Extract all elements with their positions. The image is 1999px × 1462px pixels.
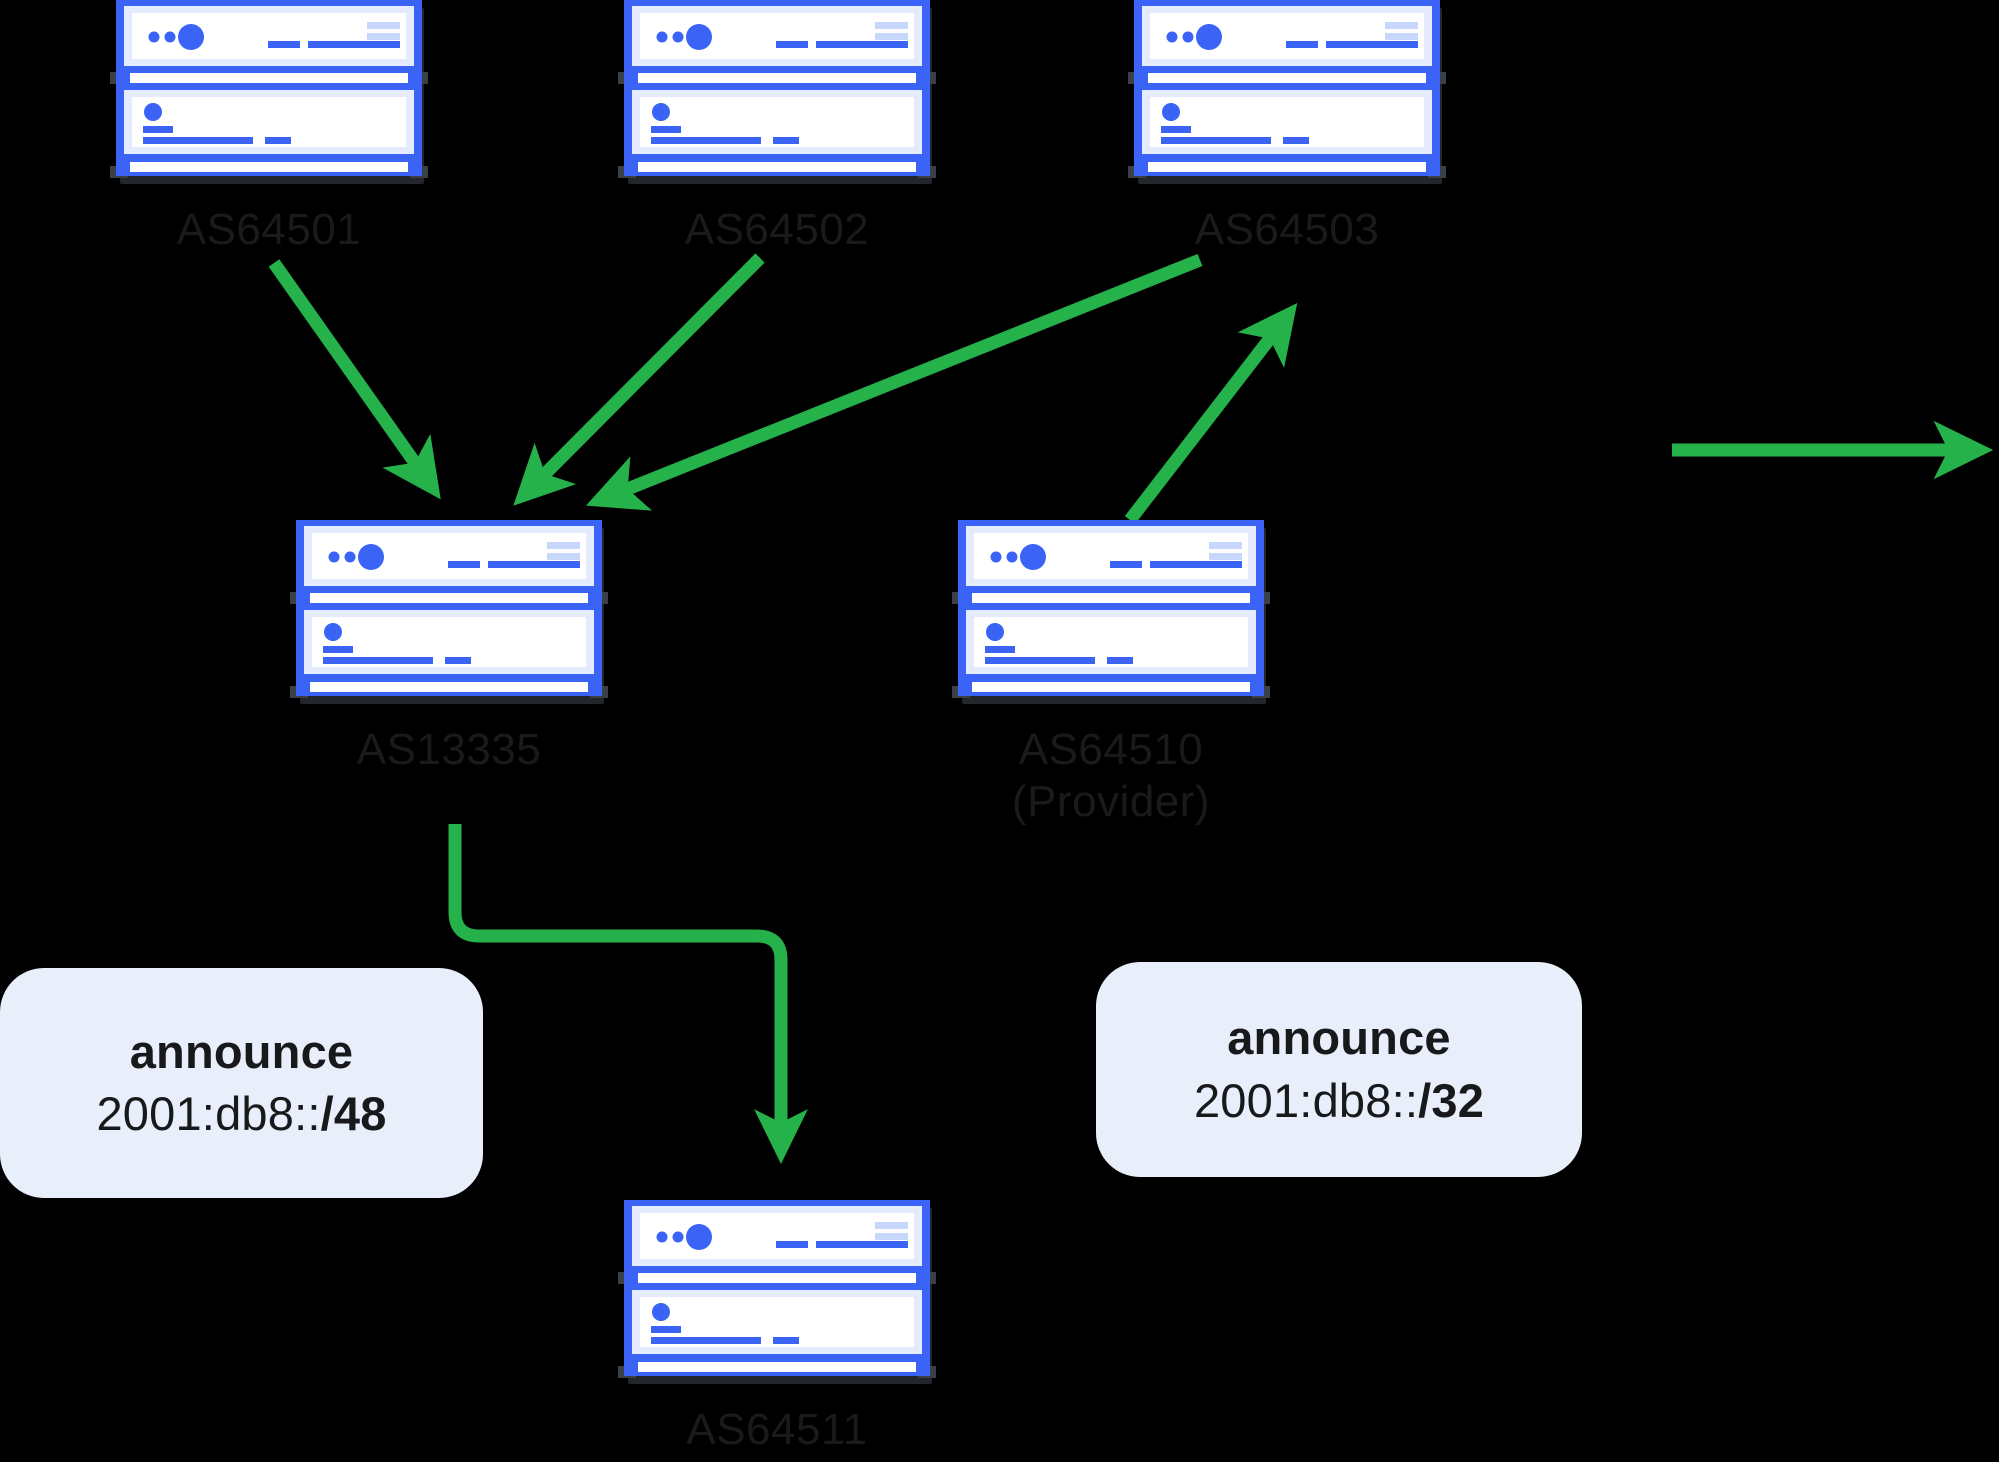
edge-as13335-to-as64511: [448, 824, 808, 1164]
node-sublabel-text: (Provider): [1011, 776, 1211, 826]
node-label-text: AS64501: [176, 205, 362, 254]
callout-mask: /32: [1418, 1073, 1485, 1127]
node-label-text: AS64511: [686, 1405, 868, 1454]
node-label-text: AS64502: [684, 205, 870, 254]
node-as64501[interactable]: AS64501: [110, 0, 428, 254]
node-label-as64511: AS64511: [618, 1404, 936, 1456]
server-rack-icon: [1128, 0, 1446, 190]
server-rack-icon: [618, 0, 936, 190]
node-label-as64503: AS64503: [1128, 204, 1446, 256]
callout-prefix: 2001:db8::: [1193, 1073, 1419, 1127]
callout-title: announce: [129, 1024, 354, 1078]
server-rack-icon: [110, 0, 428, 190]
node-as64503[interactable]: AS64503: [1128, 0, 1446, 254]
edge-as64501-to-as13335: [268, 259, 441, 500]
node-label-as64502: AS64502: [618, 204, 936, 256]
node-as64502[interactable]: AS64502: [618, 0, 936, 254]
node-label-text: AS13335: [356, 725, 542, 774]
edge-as64502-to-as13335: [513, 253, 765, 506]
node-label-as64510: AS64510(Provider): [952, 724, 1270, 828]
node-as13335[interactable]: AS13335: [290, 520, 608, 774]
server-rack-icon: [290, 520, 608, 710]
server-rack-icon: [952, 520, 1270, 710]
server-rack-icon: [618, 1200, 936, 1390]
node-as64511[interactable]: AS64511: [618, 1200, 936, 1454]
node-label-as13335: AS13335: [290, 724, 608, 776]
callout-title: announce: [1227, 1011, 1451, 1065]
callout-mask: /48: [320, 1087, 387, 1141]
node-label-text: AS64503: [1194, 205, 1380, 254]
edge-as64503-to-as13335: [585, 253, 1203, 511]
edge-as64510-to-as64503: [1124, 302, 1298, 524]
node-label-as64501: AS64501: [110, 204, 428, 256]
callout-prefix: 2001:db8::: [96, 1087, 321, 1141]
callout-value: 2001:db8::/32: [1194, 1072, 1484, 1129]
node-as64510[interactable]: AS64510(Provider): [952, 520, 1270, 826]
node-label-text: AS64510: [1018, 725, 1204, 774]
callout-value: 2001:db8::/48: [96, 1085, 386, 1142]
